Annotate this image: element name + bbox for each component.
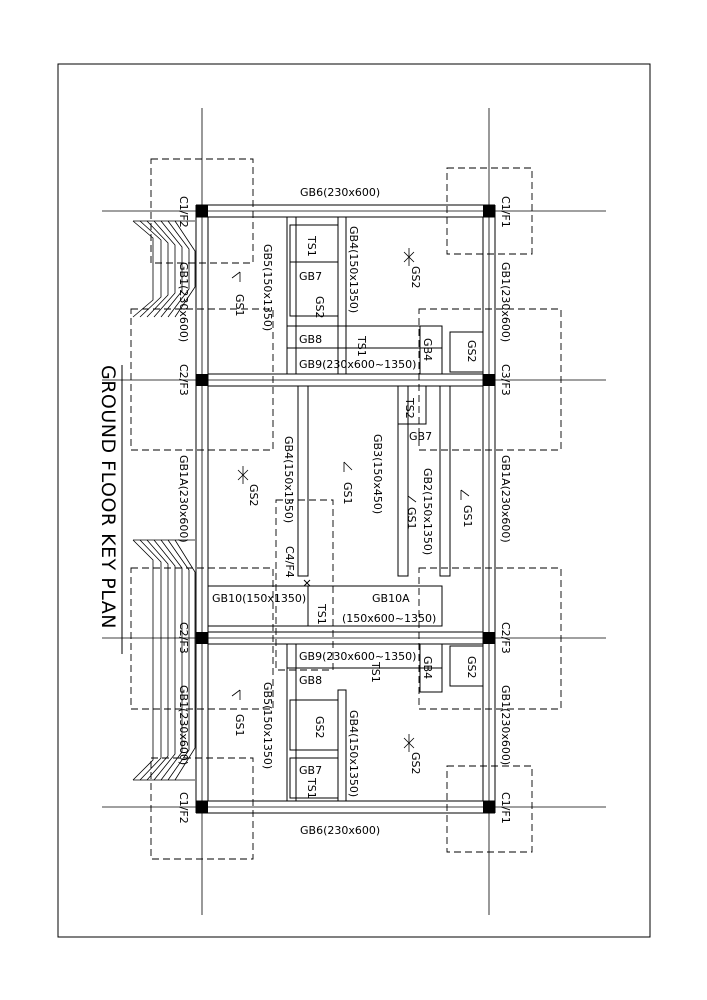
sheet-border [57, 63, 651, 938]
beam-label: GB5(150x1350) [261, 682, 274, 769]
beam-label: GB1(230x600) [177, 685, 190, 765]
footings [130, 158, 562, 860]
beam-label: GB1(230x600) [177, 262, 190, 342]
beam-label: GB10(150x1350) [212, 592, 306, 605]
slab-label: GS1 [233, 294, 246, 317]
beam-label: GB4(150x1350) [282, 436, 295, 523]
beam-label: GB9(230x600~1350) [299, 650, 416, 663]
beam-label: GB4 [421, 656, 434, 679]
slab-label: GS2 [313, 716, 326, 739]
beam-label: GB1(230x600) [499, 262, 512, 342]
slab-label: TS1 [315, 603, 328, 625]
column-label: C1/F2 [177, 792, 190, 824]
slab-label: GS2 [409, 752, 422, 775]
column-label: C3/F3 [499, 364, 512, 396]
beam-label: GB8 [299, 333, 322, 346]
slab-label: TS2 [403, 397, 416, 419]
beam-label: GB1(230x600) [499, 685, 512, 765]
column-label: C1/F2 [177, 196, 190, 228]
column-label: C1/F1 [499, 792, 512, 824]
beam-label: GB7 [299, 764, 322, 777]
grid-lines [102, 108, 606, 915]
beam-label: GB7 [409, 430, 432, 443]
slab-label: TS1 [355, 335, 368, 357]
beam-label: GB1A(230x600) [499, 455, 512, 543]
internal-beams [207, 216, 484, 802]
slab-label: GS2 [409, 266, 422, 289]
beam-label: GB8 [299, 674, 322, 687]
slab-label: GS1 [341, 482, 354, 505]
beam-label: GB4(150x1350) [347, 710, 360, 797]
beam-label: GB7 [299, 270, 322, 283]
column-label: C2/F3 [177, 364, 190, 396]
column-label: C1/F1 [499, 196, 512, 228]
slab-label: GS1 [461, 505, 474, 528]
beam-label: GB3(150x450) [371, 434, 384, 514]
slab-label: GS1 [233, 714, 246, 737]
beam-label: GB5(150x1350) [261, 244, 274, 331]
slab-label: GS2 [313, 296, 326, 319]
column-label: C4/F4 [283, 546, 296, 578]
slab-label: GS2 [465, 656, 478, 679]
span-arrows [231, 248, 470, 752]
stair-hatch [132, 220, 196, 781]
slab-label: GS2 [247, 484, 260, 507]
columns [196, 205, 495, 813]
beam-label: GB6(230x600) [300, 824, 380, 837]
column-label: C2/F3 [499, 622, 512, 654]
slab-label: TS1 [305, 235, 318, 257]
beam-label: GB4 [421, 338, 434, 361]
slab-label: TS1 [305, 777, 318, 799]
beam-label: GB1A(230x600) [177, 455, 190, 543]
beam-label: GB10A [372, 592, 410, 605]
column-label: C2/F3 [177, 622, 190, 654]
slab-label: GS1 [405, 507, 418, 530]
beam-label: GB6(230x600) [300, 186, 380, 199]
slab-label: TS1 [369, 661, 382, 683]
beam-label: GB9(230x600~1350) [299, 358, 416, 371]
slab-label: GS2 [465, 340, 478, 363]
outer-beams [195, 204, 496, 814]
beam-label: GB4(150x1350) [347, 226, 360, 313]
beam-label: GB2(150x1350) [421, 468, 434, 555]
page-title: GROUND FLOOR KEY PLAN [97, 365, 119, 629]
beam-label: (150x600~1350) [342, 612, 436, 625]
